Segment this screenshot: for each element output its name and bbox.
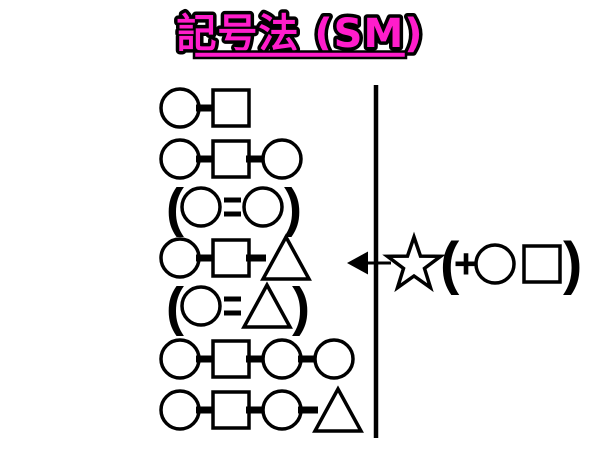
bond-connector [196, 254, 216, 262]
annotation-square-icon [522, 244, 562, 284]
triangle-icon [241, 281, 293, 329]
symbol-row [159, 338, 355, 380]
page-title: 記号法 (SM) [176, 11, 423, 57]
symbol-row: () [166, 178, 302, 238]
bond-connector [196, 155, 216, 163]
square-icon [211, 88, 251, 128]
circle-icon [159, 389, 201, 431]
open-paren: ( [166, 277, 184, 337]
circle-icon [261, 389, 303, 431]
circle-icon [159, 338, 201, 380]
circle-icon [159, 237, 201, 279]
square-icon [211, 390, 251, 430]
circle-icon [159, 138, 201, 180]
bond-connector [196, 406, 216, 414]
close-paren: ) [284, 178, 302, 238]
bond-connector [246, 155, 266, 163]
annotation-circle-icon [474, 243, 516, 285]
bond-connector [246, 406, 266, 414]
plus-sign: + [454, 240, 479, 287]
bond-connector [246, 355, 266, 363]
open-paren: ( [166, 178, 184, 238]
circle-icon [261, 338, 303, 380]
bond-connector [298, 406, 318, 414]
symbol-row: () [166, 277, 310, 337]
bond-connector [298, 355, 318, 363]
square-icon [211, 139, 251, 179]
symbol-row [159, 385, 364, 433]
star-icon [382, 231, 446, 293]
symbol-rows: ()() [159, 87, 364, 433]
left-arrow-icon [347, 251, 391, 275]
square-icon [211, 238, 251, 278]
symbol-row [159, 138, 303, 180]
annotation-open-paren: ( [440, 231, 460, 296]
symbol-row [159, 233, 312, 281]
equals-sign [224, 211, 241, 217]
circle-icon [159, 87, 201, 129]
circle-icon [242, 186, 284, 228]
bond-connector [196, 355, 216, 363]
equals-sign [224, 310, 241, 316]
triangle-icon [260, 233, 312, 281]
circle-icon [313, 338, 355, 380]
equals-sign [224, 197, 241, 203]
triangle-icon [312, 385, 364, 433]
title-underline [192, 50, 408, 60]
close-paren: ) [292, 277, 310, 337]
symbol-row [159, 87, 251, 129]
square-icon [211, 339, 251, 379]
circle-icon [180, 285, 222, 327]
bond-connector [196, 104, 216, 112]
equals-sign [224, 296, 241, 302]
star-annotation: ( + ) [382, 231, 582, 296]
circle-icon [261, 138, 303, 180]
annotation-close-paren: ) [563, 231, 582, 296]
arrow-head [347, 251, 368, 275]
circle-icon [180, 186, 222, 228]
bond-connector [246, 254, 266, 262]
